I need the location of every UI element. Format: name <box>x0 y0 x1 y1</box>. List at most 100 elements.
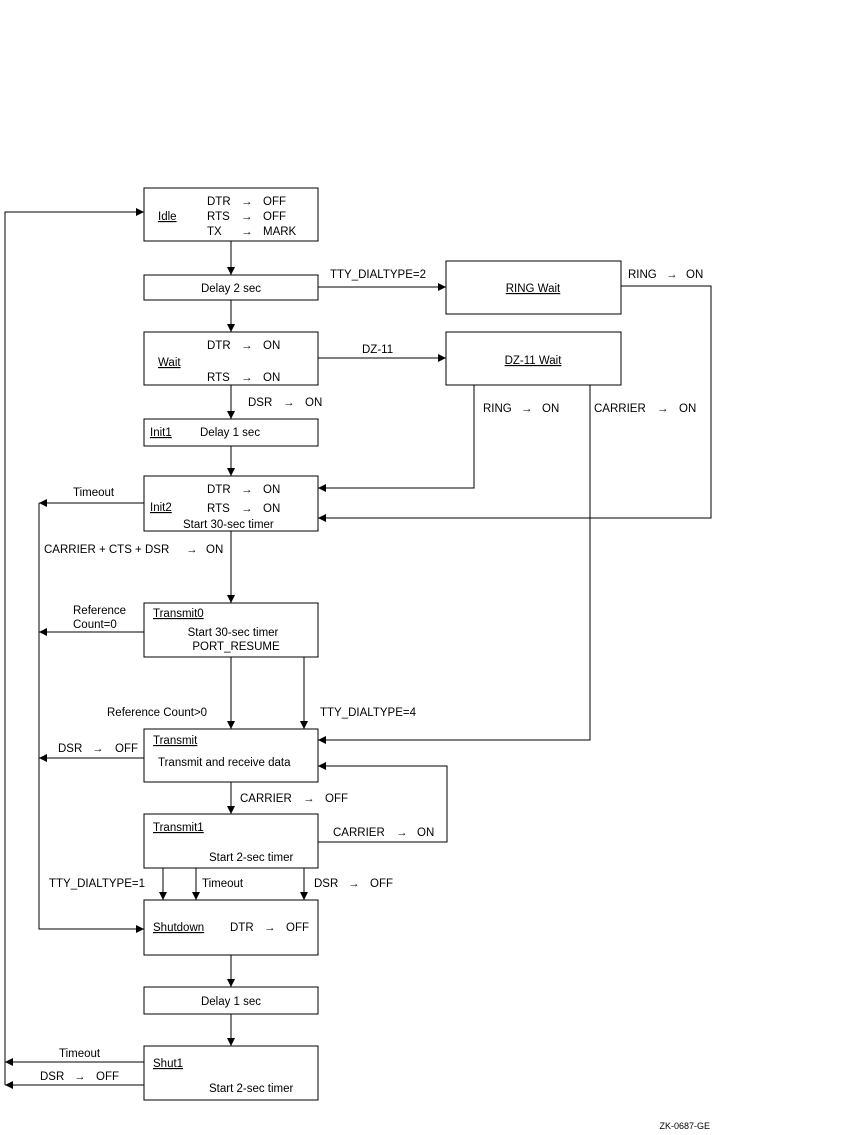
arrow-dz11-carrier-to-transmit <box>318 385 591 744</box>
label-tty-dialtype-1: TTY_DIALTYPE=1 <box>49 878 145 890</box>
state-name: Transmit1 <box>153 822 204 834</box>
label-value: ON <box>206 544 223 556</box>
label-dsr: DSR <box>40 1071 64 1083</box>
state-delay-2-sec: Delay 2 sec <box>143 274 319 301</box>
state-delay-1-sec: Delay 1 sec <box>143 986 319 1015</box>
state-text: Transmit and receive data <box>158 757 291 769</box>
arrow-icon: → <box>657 403 669 415</box>
label-tty-dialtype-2: TTY_DIALTYPE=2 <box>330 269 426 281</box>
label-value: ON <box>679 403 696 415</box>
state-name: Shut1 <box>153 1058 183 1070</box>
state-text: Start 30-sec timer <box>183 519 274 531</box>
figure-id: ZK-0687-GE <box>659 1121 710 1131</box>
label-ref-count-gt0: Reference Count>0 <box>107 707 207 719</box>
label-timeout: Timeout <box>202 878 244 890</box>
arrow-return-to-idle <box>4 208 144 1085</box>
label-value: ON <box>686 269 703 281</box>
signal-value: OFF <box>263 196 286 208</box>
arrow-icon: → <box>92 743 104 755</box>
label-dsr: DSR <box>58 743 82 755</box>
label-value: OFF <box>370 878 393 890</box>
state-transmit0: Transmit0 Start 30-sec timer PORT_RESUME <box>143 602 319 658</box>
signal: DTR <box>207 196 231 208</box>
signal: TX <box>207 226 222 238</box>
state-text: PORT_RESUME <box>192 641 280 653</box>
state-init1: Init1 Delay 1 sec <box>143 418 319 447</box>
signal-value: ON <box>263 484 280 496</box>
label-value: OFF <box>325 793 348 805</box>
signal: RTS <box>207 211 230 223</box>
arrow-icon: → <box>241 484 253 496</box>
label-carrier: CARRIER <box>240 793 292 805</box>
signal: RTS <box>207 372 230 384</box>
signal: DTR <box>230 922 254 934</box>
state-name: Wait <box>158 357 181 369</box>
arrow-dz11-ring-to-init2 <box>318 385 475 492</box>
state-init2: Init2 DTR → ON RTS → ON Start 30-sec tim… <box>143 475 319 532</box>
label-timeout: Timeout <box>59 1048 101 1060</box>
state-name: Init2 <box>150 502 172 514</box>
signal-value: ON <box>263 503 280 515</box>
state-shutdown: Shutdown DTR → OFF <box>143 899 319 956</box>
arrow-icon: → <box>241 340 253 352</box>
label-tty-dialtype-4: TTY_DIALTYPE=4 <box>320 707 417 719</box>
state-text: Start 2-sec timer <box>209 852 294 864</box>
state-text: Delay 1 sec <box>201 996 261 1008</box>
state-idle: Idle DTR → OFF RTS → OFF TX → MARK <box>143 187 319 242</box>
signal-value: OFF <box>263 211 286 223</box>
arrow-icon: → <box>264 922 276 934</box>
arrow-icon: → <box>666 269 678 281</box>
state-wait: Wait DTR → ON RTS → ON <box>143 331 319 386</box>
label-timeout: Timeout <box>73 487 115 499</box>
state-name: DZ-11 Wait <box>505 355 563 367</box>
arrow-icon: → <box>396 827 408 839</box>
state-dz11-wait: DZ-11 Wait <box>445 331 622 386</box>
arrow-icon: → <box>348 878 360 890</box>
label-dsr: DSR <box>314 878 338 890</box>
connectors <box>4 208 712 1089</box>
arrow-ring-wait-to-init2 <box>318 285 712 522</box>
state-text: Start 2-sec timer <box>209 1083 294 1095</box>
state-ring-wait: RING Wait <box>445 260 622 315</box>
label-reference: Reference <box>73 605 126 617</box>
arrow-icon: → <box>241 503 253 515</box>
arrow-icon: → <box>74 1071 86 1083</box>
arrow-transmit1-carrier-on-loop <box>318 762 448 843</box>
signal: DTR <box>207 340 231 352</box>
label-dsr: DSR <box>248 397 272 409</box>
signal-value: MARK <box>263 226 297 238</box>
arrow-left-bus-to-shutdown <box>38 503 144 933</box>
state-name: Idle <box>158 211 177 223</box>
state-name: Transmit0 <box>153 608 204 620</box>
signal-value: ON <box>263 340 280 352</box>
label-carrier: CARRIER <box>333 827 385 839</box>
signal-value: ON <box>263 372 280 384</box>
state-text: Start 30-sec timer <box>188 627 279 639</box>
label-value: OFF <box>96 1071 119 1083</box>
label-count-0: Count=0 <box>73 619 117 631</box>
arrow-icon: → <box>521 403 533 415</box>
state-text: Delay 2 sec <box>201 283 261 295</box>
state-name: Transmit <box>153 735 198 747</box>
signal-value: OFF <box>286 922 309 934</box>
state-text: Delay 1 sec <box>200 427 260 439</box>
state-shut1: Shut1 Start 2-sec timer <box>143 1045 319 1101</box>
label-carrier-cts-dsr: CARRIER + CTS + DSR <box>44 544 169 556</box>
signal: RTS <box>207 503 230 515</box>
arrow-icon: → <box>186 544 198 556</box>
arrow-icon: → <box>241 196 253 208</box>
signal: DTR <box>207 484 231 496</box>
state-name: RING Wait <box>506 283 561 295</box>
label-dz11: DZ-11 <box>362 344 393 356</box>
state-transmit: Transmit Transmit and receive data <box>143 728 319 783</box>
state-name: Shutdown <box>153 922 204 934</box>
label-value: ON <box>305 397 322 409</box>
label-ring: RING <box>483 403 512 415</box>
arrow-icon: → <box>303 793 315 805</box>
label-value: OFF <box>115 743 138 755</box>
label-value: ON <box>417 827 434 839</box>
arrow-icon: → <box>241 226 253 238</box>
transition-labels: TTY_DIALTYPE=2 RING → ON DZ-11 DSR → ON … <box>40 269 703 1083</box>
arrow-icon: → <box>241 211 253 223</box>
